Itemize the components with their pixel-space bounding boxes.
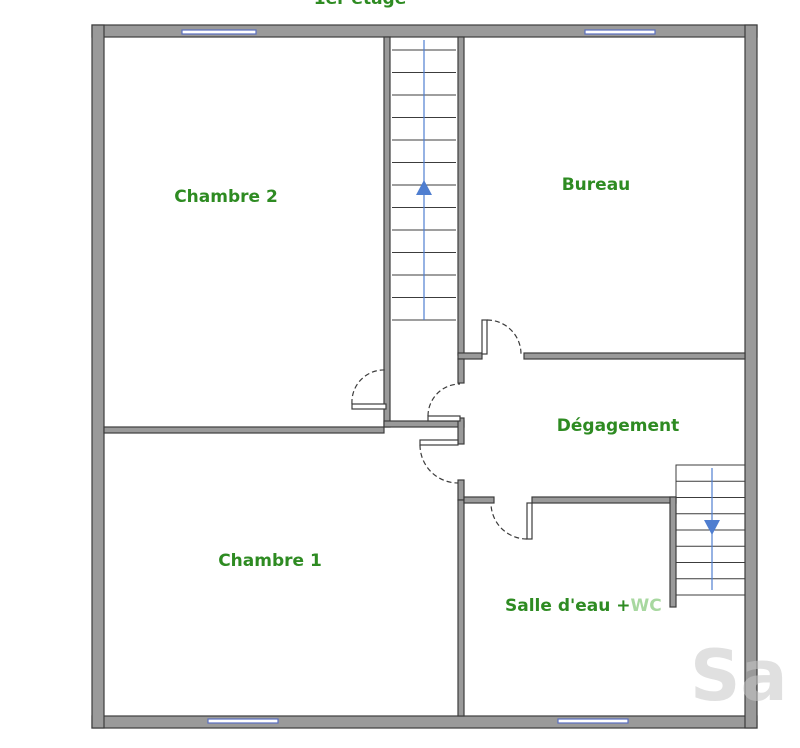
window-bureau bbox=[584, 29, 656, 35]
main-staircase bbox=[392, 40, 456, 321]
label-bureau: Bureau bbox=[562, 175, 631, 195]
door-salle-eau bbox=[526, 502, 533, 540]
label-chambre-1: Chambre 1 bbox=[218, 551, 322, 571]
secondary-staircase bbox=[675, 464, 746, 596]
window-salle-eau bbox=[557, 718, 629, 724]
door-bureau bbox=[481, 319, 488, 355]
windows bbox=[181, 29, 656, 724]
label-degagement: Dégagement bbox=[557, 416, 679, 436]
interior-walls bbox=[103, 36, 746, 717]
window-chambre1 bbox=[207, 718, 279, 724]
door-chambre1 bbox=[419, 439, 459, 446]
outer-walls bbox=[91, 24, 758, 729]
window-chambre2 bbox=[181, 29, 257, 35]
door-stair bbox=[427, 415, 461, 422]
plan-title: 1er étage bbox=[314, 0, 407, 9]
label-salle-eau-main: Salle d'eau + bbox=[505, 596, 630, 616]
stair-down-arrow-icon bbox=[704, 520, 720, 535]
stair-up-arrow-icon bbox=[416, 180, 432, 195]
label-chambre-2: Chambre 2 bbox=[174, 187, 278, 207]
label-salle-eau: Salle d'eau +WC bbox=[505, 596, 662, 616]
door-chambre2 bbox=[351, 403, 387, 410]
watermark-logo: Sa bbox=[690, 635, 788, 717]
label-salle-eau-wc: WC bbox=[630, 596, 661, 616]
doors bbox=[351, 319, 533, 540]
